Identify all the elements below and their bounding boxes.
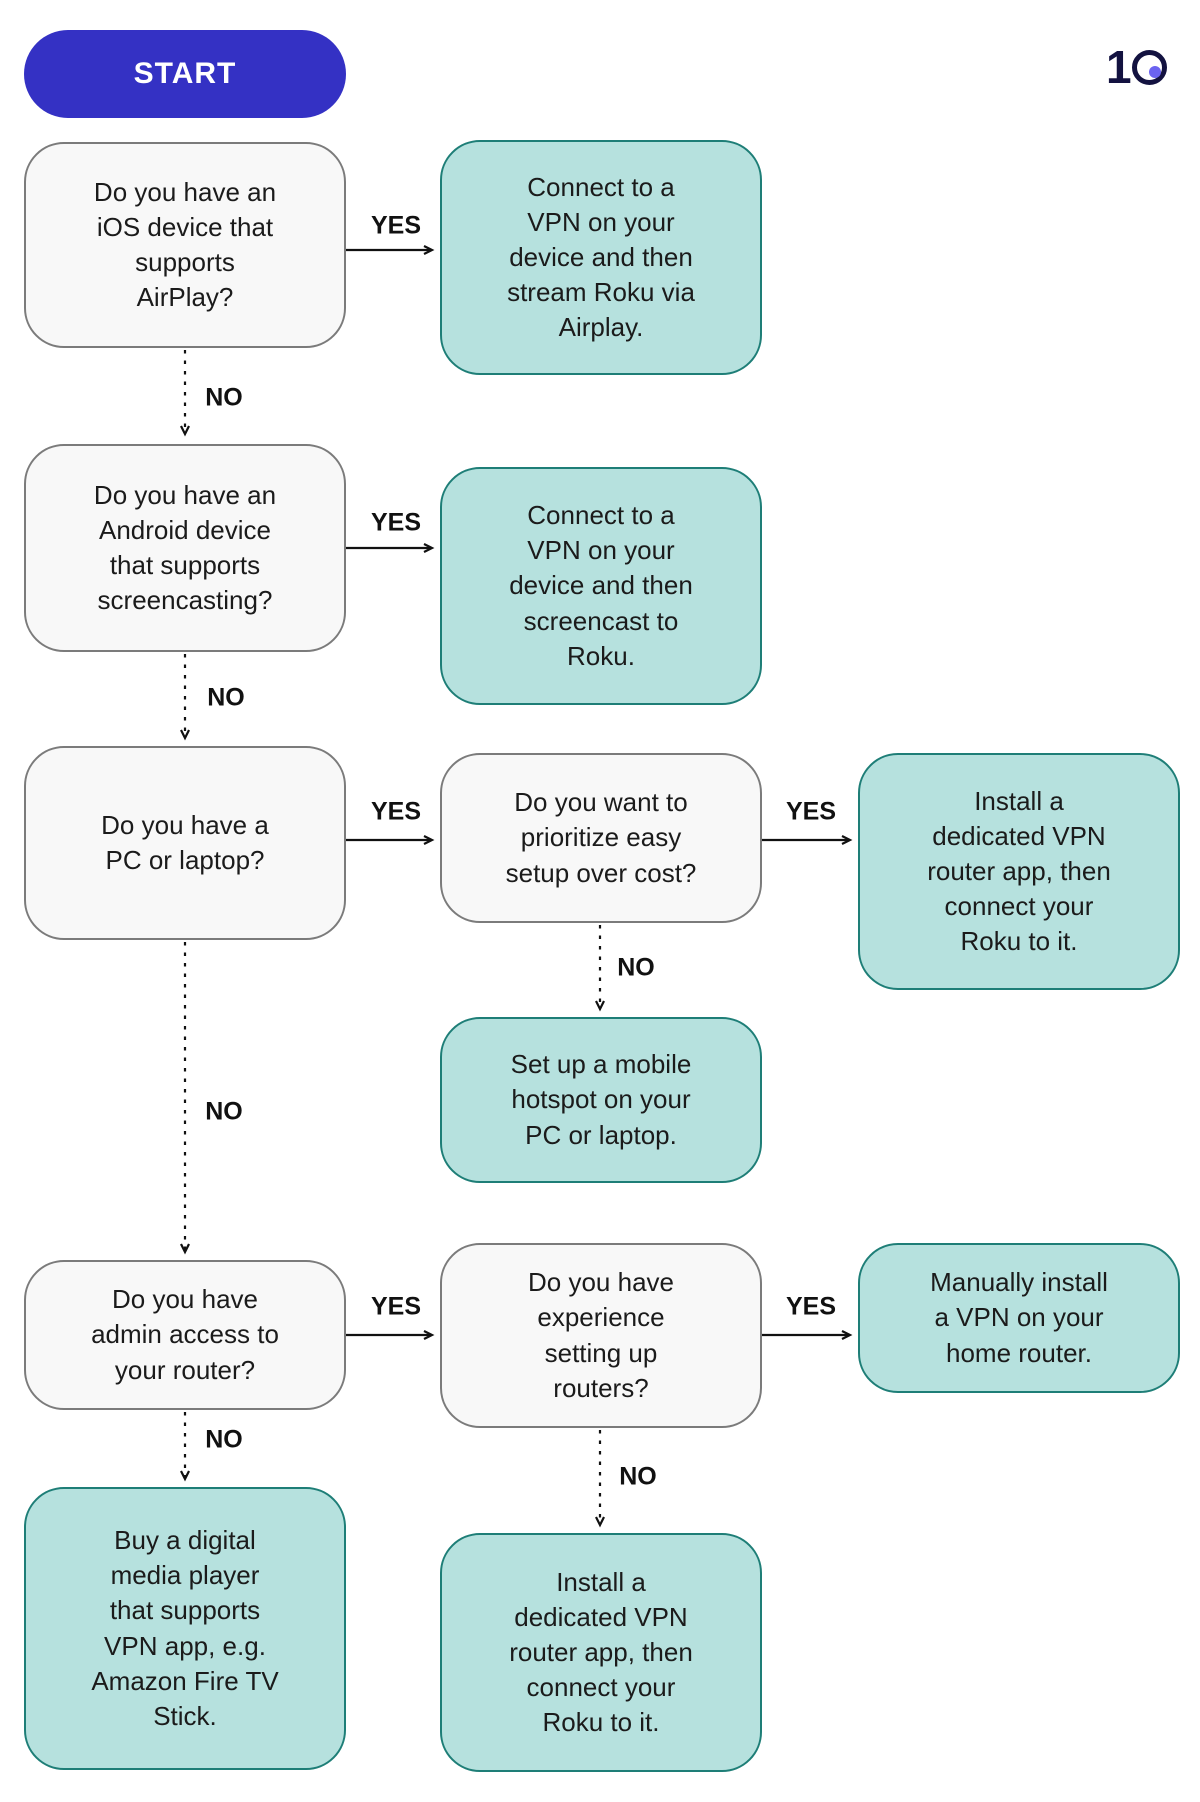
node-question-ios-airplay: Do you have an iOS device that supports … [24,142,346,348]
node-text: Do you have an iOS device that supports … [93,176,277,313]
node-question-android-screencast: Do you have an Android device that suppo… [24,444,346,652]
edge-label-no: NO [205,1425,243,1454]
edge-label-no: NO [619,1462,657,1491]
node-text: Do you have a PC or laptop? [101,809,269,875]
edge-label-no: NO [207,683,245,712]
node-text: Do you want to prioritize easy setup ove… [505,787,697,888]
node-question-router-experience: Do you have experience setting up router… [440,1243,762,1428]
node-text: Install a dedicated VPN router app, then… [509,1566,693,1738]
node-question-easy-setup: Do you want to prioritize easy setup ove… [440,753,762,923]
node-question-pc-laptop: Do you have a PC or laptop? [24,746,346,940]
node-text: Install a dedicated VPN router app, then… [927,785,1111,957]
node-question-admin-access: Do you have admin access to your router? [24,1260,346,1410]
start-label: START [133,57,237,90]
edge-label-yes: YES [370,1292,422,1321]
node-result-vpn-router-app-2: Install a dedicated VPN router app, then… [440,1533,762,1772]
node-text: Do you have experience setting up router… [528,1267,674,1403]
node-text: Manually install a VPN on your home rout… [930,1267,1108,1368]
logo-ring-icon [1131,50,1167,85]
edge-label-no: NO [617,953,655,982]
edge-label-yes: YES [370,797,422,826]
node-text: Do you have an Android device that suppo… [93,479,277,616]
top10vpn-logo: 1 [1106,41,1167,93]
node-text: Set up a mobile hotspot on your PC or la… [510,1049,692,1150]
edge-label-no: NO [205,1097,243,1126]
logo-dot-icon [1148,66,1161,78]
start-node: START [24,30,346,118]
node-text: Buy a digital media player that supports… [91,1525,279,1731]
node-result-vpn-airplay: Connect to a VPN on your device and then… [440,140,762,375]
node-result-media-player: Buy a digital media player that supports… [24,1487,346,1770]
edge-label-no: NO [205,383,243,412]
edge-label-yes: YES [785,1292,837,1321]
node-result-mobile-hotspot: Set up a mobile hotspot on your PC or la… [440,1017,762,1183]
node-text: Connect to a VPN on your device and then… [507,171,695,343]
edge-label-yes: YES [370,211,422,240]
node-text: Connect to a VPN on your device and then… [509,500,693,671]
logo-digit-one: 1 [1106,41,1132,93]
node-text: Do you have admin access to your router? [91,1284,279,1385]
node-result-vpn-screencast: Connect to a VPN on your device and then… [440,467,762,705]
edge-label-yes: YES [785,797,837,826]
edge-label-yes: YES [370,508,422,537]
node-result-manual-router-vpn: Manually install a VPN on your home rout… [858,1243,1180,1393]
node-result-vpn-router-app-1: Install a dedicated VPN router app, then… [858,753,1180,990]
